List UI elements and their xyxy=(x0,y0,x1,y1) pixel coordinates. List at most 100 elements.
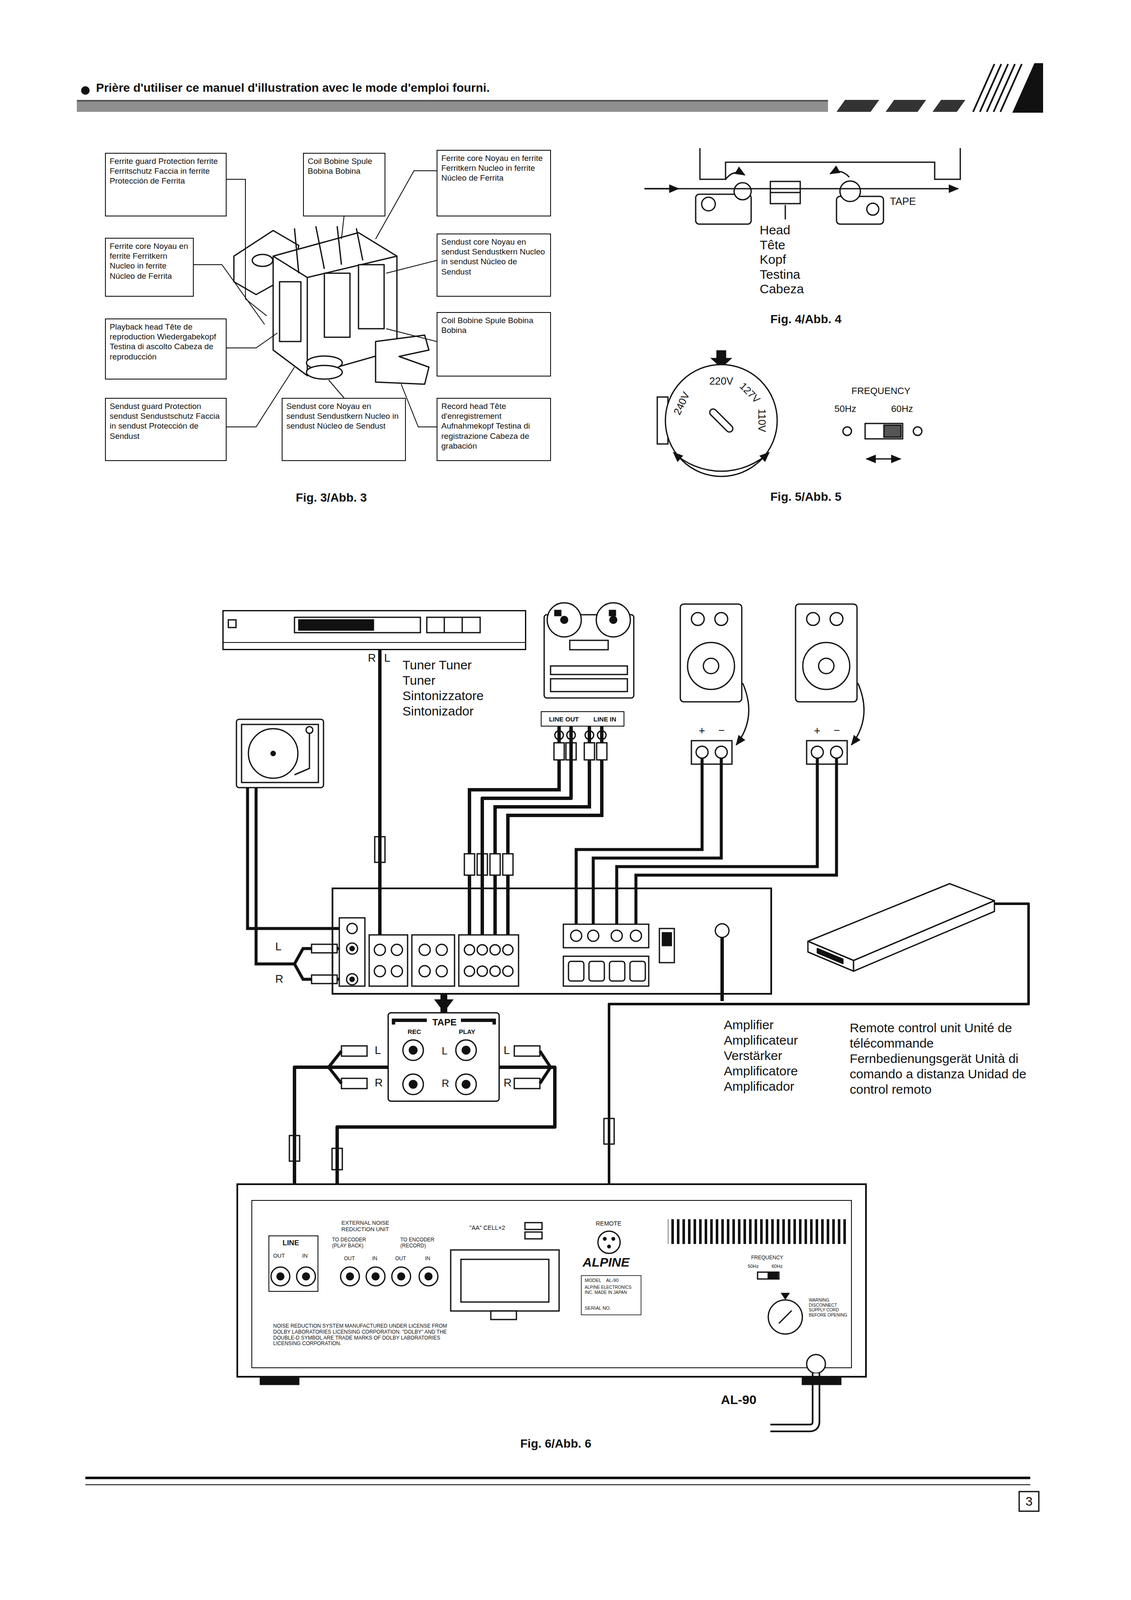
callout-box: Record head Tête d'enregistrement Aufnah… xyxy=(436,397,551,461)
rca-plug xyxy=(553,742,565,760)
caption-text: ALPINE xyxy=(582,1254,630,1270)
tuner-front xyxy=(443,617,446,633)
tape-terminal-inset xyxy=(409,1046,417,1054)
callout-box: Sendust core Noyau en sendust Sendustker… xyxy=(281,397,406,461)
amplifier-rear xyxy=(369,934,408,986)
amplifier-rear xyxy=(419,965,431,977)
turntable xyxy=(236,719,324,788)
al90-rear-panel xyxy=(524,1231,543,1239)
amplifier-rear xyxy=(587,929,599,942)
head-assembly xyxy=(252,254,273,267)
al90-unit: AL-90 xyxy=(236,1183,867,1378)
label-text: 3 xyxy=(1025,1493,1033,1509)
al90-rear-panel xyxy=(603,1237,607,1240)
tape-terminal-inset xyxy=(460,1020,495,1025)
head-assembly xyxy=(306,365,343,379)
header-band xyxy=(836,99,880,112)
header-band xyxy=(76,99,966,112)
amplifier-unit: Amplifier Amplificateur Verstärker Ampli… xyxy=(331,887,773,995)
al90-rear-panel xyxy=(802,1377,841,1385)
node-subtext: PLAY xyxy=(458,1027,476,1036)
speaker xyxy=(806,612,820,626)
amplifier-rear xyxy=(662,932,672,946)
voltage-selector xyxy=(665,364,778,477)
al90-rear-panel xyxy=(667,1218,848,1244)
al90-rear-panel xyxy=(251,1200,852,1428)
al90-rear-panel xyxy=(450,1249,560,1311)
al90-rear-panel xyxy=(490,1310,517,1320)
al90-rear-panel xyxy=(397,1272,405,1280)
label-text: REMOTE xyxy=(595,1219,622,1227)
amplifier-rear xyxy=(502,944,514,955)
amplifier-rear xyxy=(349,976,355,982)
head-assembly xyxy=(324,273,350,338)
node-text: AL-90 xyxy=(720,1391,757,1408)
tape-deck xyxy=(547,602,582,637)
node-text: Ferrite guard Protection ferrite Ferrits… xyxy=(109,156,222,187)
tuner-front xyxy=(222,641,527,643)
label-text: + xyxy=(698,724,706,738)
header-band xyxy=(885,99,927,112)
amplifier-rear xyxy=(659,928,675,963)
tape-cable xyxy=(379,726,602,945)
label-text: ALPINE ELECTRONICS INC. MADE IN JAPAN xyxy=(584,1284,639,1295)
tape-terminal-inset xyxy=(409,1080,417,1088)
rca-plug xyxy=(584,742,595,760)
amplifier-rear xyxy=(391,944,403,956)
tape-path xyxy=(784,204,787,220)
voltage-selector xyxy=(657,350,778,477)
speaker xyxy=(830,612,843,626)
node-text: Coil Bobine Spule Bobina Bobina xyxy=(441,315,547,336)
label-text: IN xyxy=(372,1255,378,1262)
tape-terminal-inset xyxy=(455,1039,477,1061)
tape-terminal-inset xyxy=(402,1039,424,1061)
amplifier-rear xyxy=(477,944,488,955)
speaker xyxy=(811,746,824,758)
label-text: 110V xyxy=(755,408,768,432)
remote-unit xyxy=(603,883,995,1144)
page-rule xyxy=(1019,1491,1039,1511)
tape-deck xyxy=(609,610,616,616)
leader-line xyxy=(401,384,437,427)
amplifier-rear xyxy=(609,961,625,981)
label-text: OUT xyxy=(395,1255,406,1262)
amplifier-rear xyxy=(339,917,729,1001)
header-band xyxy=(76,99,828,102)
tape-terminal-inset xyxy=(393,1020,427,1025)
tape-mechanism xyxy=(839,180,861,202)
callout-box: Ferrite guard Protection ferrite Ferrits… xyxy=(104,152,227,217)
speaker xyxy=(691,740,732,764)
tape-terminal-inset xyxy=(402,1073,424,1095)
tape-terminal-inset xyxy=(462,1080,470,1088)
label-text: R xyxy=(374,1076,383,1090)
rca-jack xyxy=(554,730,607,740)
node-text: Tuner Tuner Tuner Sintonizzatore Sintoni… xyxy=(402,657,501,719)
head-assembly xyxy=(356,228,363,261)
label-text: − xyxy=(833,724,840,738)
speaker xyxy=(680,603,864,764)
al90-rear-panel xyxy=(778,1310,792,1324)
callout-box: Coil Bobine Spule Bobina Bobina xyxy=(303,152,386,217)
al90-rear-panel xyxy=(366,1266,385,1286)
frequency-switch xyxy=(842,426,852,436)
label-text: OUT xyxy=(343,1255,355,1262)
al90-rear-panel xyxy=(806,1354,826,1373)
page-rule xyxy=(85,1477,1039,1511)
amplifier-rear xyxy=(720,937,724,1001)
tape-mechanism xyxy=(699,148,961,180)
head-assembly xyxy=(375,335,429,385)
speaker-wire xyxy=(616,757,818,930)
frequency-switch xyxy=(883,425,901,438)
tape-terminal-inset xyxy=(328,1050,342,1067)
rca-plug xyxy=(464,853,475,875)
tape-terminal-inset xyxy=(514,1078,540,1089)
al90-rear-panel xyxy=(607,1244,611,1248)
tape-deck xyxy=(569,640,609,650)
tape-deck xyxy=(550,678,628,692)
callout-box: Sendust core Noyau en sendust Sendustker… xyxy=(436,233,551,297)
rca-plug xyxy=(596,742,607,760)
remote-unit xyxy=(853,900,995,971)
header-band xyxy=(76,99,828,112)
al90-rear-panel xyxy=(768,1272,778,1278)
tuner-front xyxy=(228,619,237,628)
